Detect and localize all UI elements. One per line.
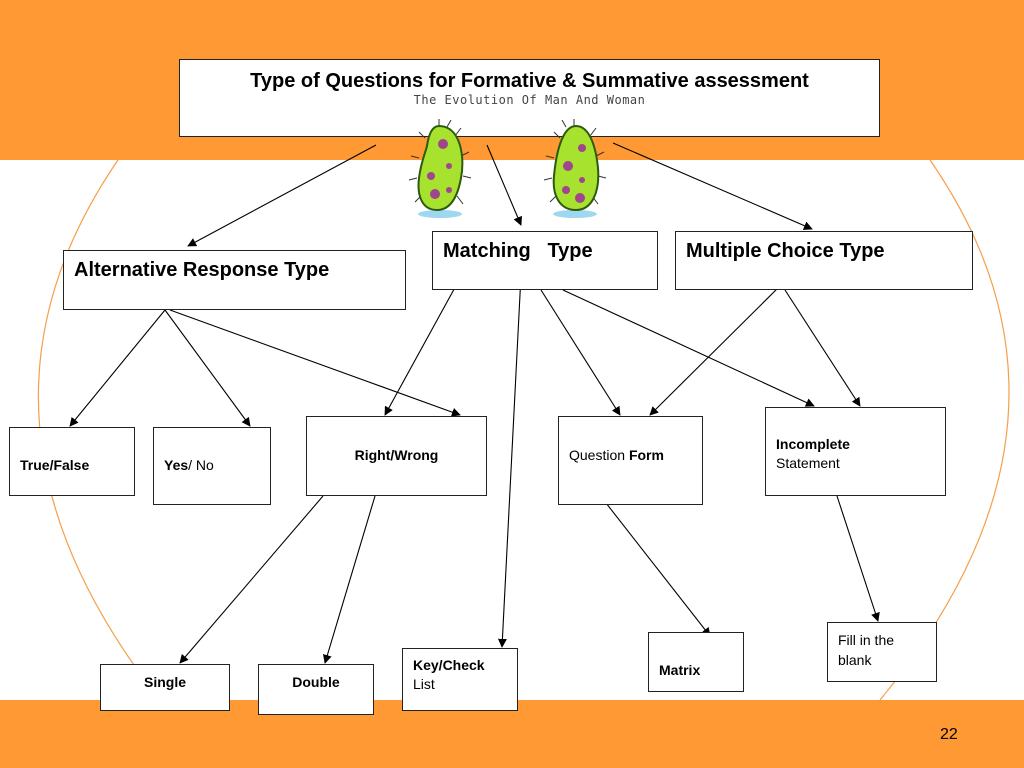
double-label: Double [292, 674, 340, 690]
true-false-box: True/False [9, 427, 135, 496]
matrix-box: Matrix [648, 632, 744, 692]
yes-label: Yes [164, 457, 189, 473]
matching-type-box: Matching Type [432, 231, 658, 290]
page-number: 22 [940, 726, 958, 743]
arrow-title-to-alternative [187, 144, 377, 247]
arrow-alternative-to-yesno [164, 309, 251, 427]
multiple-choice-type-box: Multiple Choice Type [675, 231, 973, 290]
yes-no-box: Yes/ No [153, 427, 271, 505]
fill-in-the-label: Fill in the [838, 632, 895, 648]
key-check-list-box: Key/Check List [402, 648, 518, 711]
list-label: List [413, 676, 435, 692]
arrow-rightwrong-to-double [323, 495, 376, 664]
question-form-box: Question Form [558, 416, 703, 505]
arrow-matching-to-keycheck [497, 274, 522, 648]
form-label: Form [628, 447, 664, 463]
incomplete-statement-box: Incomplete Statement [765, 407, 946, 496]
arrow-incomplete-to-fillblank [836, 495, 880, 622]
blank-label: blank [838, 652, 872, 668]
arrow-multiple-to-question [649, 281, 785, 416]
arrow-alternative-to-truefalse [69, 309, 166, 427]
arrow-multiple-to-incomplete [784, 289, 861, 407]
arrow-matching-to-incomplete [562, 289, 815, 407]
no-label: / No [188, 457, 214, 473]
incomplete-label: Incomplete [776, 436, 850, 452]
double-box: Double [258, 664, 374, 715]
microbe-icon [543, 119, 607, 218]
true-false-label: True/False [20, 457, 90, 473]
statement-label: Statement [776, 455, 840, 471]
arrow-question-to-matrix [605, 502, 711, 637]
question-label: Question [569, 447, 629, 463]
single-box: Single [100, 664, 230, 711]
single-label: Single [143, 674, 186, 690]
slide-title: Type of Questions for Formative & Summat… [250, 70, 809, 92]
key-check-label: Key/Check [413, 657, 485, 673]
arrow-rightwrong-to-single [179, 495, 324, 664]
matching-type-label: Matching Type [443, 240, 593, 262]
slide-subtitle: The Evolution Of Man And Woman [413, 93, 646, 107]
alternative-response-type-box: Alternative Response Type [63, 250, 406, 310]
alternative-response-type-label: Alternative Response Type [74, 259, 330, 281]
multiple-choice-type-label: Multiple Choice Type [686, 240, 885, 262]
bottom-orange-band [0, 700, 1024, 768]
microbe-icon [408, 119, 472, 218]
arrow-matching-to-question [540, 289, 621, 416]
fill-in-the-blank-box: Fill in the blank [827, 622, 937, 682]
right-wrong-label: Right/Wrong [354, 447, 439, 463]
title-box: Type of Questions for Formative & Summat… [179, 59, 880, 137]
arrow-alternative-to-rightwrong [169, 309, 461, 417]
right-wrong-box: Right/Wrong [306, 416, 487, 496]
matrix-label: Matrix [659, 662, 701, 678]
